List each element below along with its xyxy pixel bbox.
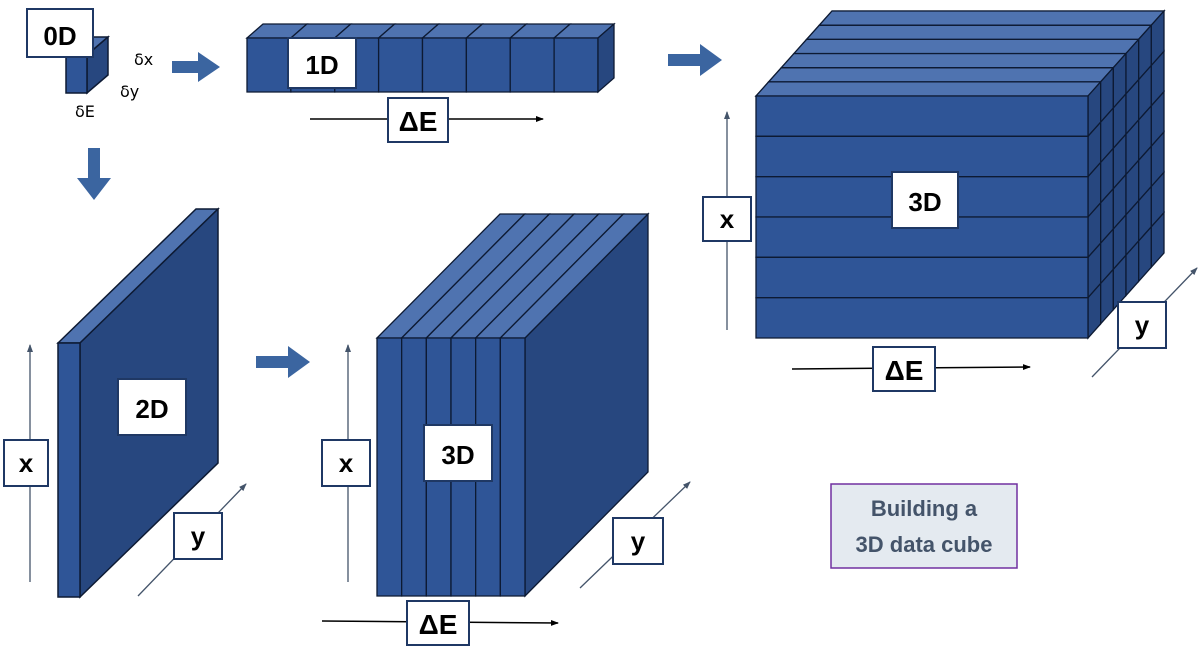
caption-line-2: 3D data cube — [856, 532, 993, 557]
voxel-0d: 0D δx δy δE — [26, 8, 153, 121]
cube-b-top-row — [779, 52, 1128, 69]
label-3d-b-y: y — [1135, 310, 1150, 340]
spectrum-cell — [421, 37, 468, 93]
image-2d: 2D x y — [3, 207, 247, 599]
label-box-0d — [26, 8, 94, 58]
caption-line-1: Building a — [871, 496, 978, 521]
label-box-2d-y — [173, 512, 223, 560]
label-box-2d — [117, 378, 187, 436]
label-box-3d-a — [423, 424, 493, 482]
label-2d: 2D — [135, 394, 168, 424]
label-3d-a-energy: ΔE — [419, 609, 458, 640]
label-box-1d-energy — [387, 97, 449, 143]
label-delta-e: δE — [75, 102, 95, 121]
cube-b-top-row — [805, 24, 1153, 40]
cube-3d-from-images: 3D x y ΔE — [321, 212, 691, 646]
label-3d-b-energy: ΔE — [885, 355, 924, 386]
label-box-3d-a-energy — [406, 600, 470, 646]
label-box-3d-b — [891, 171, 959, 229]
label-delta-y: δy — [120, 82, 139, 101]
cube-b-top-row — [792, 38, 1141, 55]
label-box-3d-b-y — [1117, 301, 1167, 349]
cube-b-row — [755, 95, 1089, 137]
flow-arrow-right-1 — [172, 52, 220, 82]
spectrum-cell — [377, 37, 424, 93]
label-3d-a: 3D — [441, 440, 474, 470]
spectrum-cell — [246, 37, 292, 93]
label-box-3d-a-y — [612, 517, 664, 565]
cube-a-slice — [401, 337, 427, 597]
label-0d: 0D — [43, 21, 76, 51]
flow-arrow-right-2 — [668, 44, 722, 76]
label-1d: 1D — [305, 50, 338, 80]
caption-frame — [830, 483, 1018, 569]
cube-b-row — [755, 256, 1089, 299]
cube-a-slice — [499, 337, 526, 597]
spectrum-end-face — [597, 22, 615, 94]
spectrum-1d: 1D ΔE — [245, 22, 616, 143]
label-box-3d-a-x — [321, 439, 371, 487]
label-3d-b-x: x — [720, 204, 735, 234]
cube-b-row — [755, 297, 1089, 339]
label-delta-x: δx — [134, 50, 153, 69]
flow-arrow-down — [77, 148, 111, 200]
label-box-1d — [287, 37, 357, 89]
cube-a-slice — [376, 337, 403, 597]
voxel-front-face — [65, 54, 88, 94]
spectrum-cell — [509, 37, 555, 93]
spectrum-cell — [553, 37, 599, 93]
caption-box: Building a 3D data cube — [830, 483, 1018, 569]
cube-b-top-row — [767, 67, 1115, 83]
label-3d-b: 3D — [908, 187, 941, 217]
label-box-3d-b-x — [702, 196, 752, 242]
spectrum-cell — [465, 37, 511, 93]
cube-3d-slices — [375, 212, 650, 598]
flow-arrow-right-3 — [256, 346, 310, 378]
cube-b-side-cell — [1150, 210, 1165, 269]
image-2d-edge — [57, 342, 81, 598]
label-3d-a-x: x — [339, 448, 354, 478]
label-3d-a-y: y — [631, 526, 646, 556]
cube-3d-rows — [754, 9, 1166, 340]
label-2d-x: x — [19, 448, 34, 478]
label-box-2d-x — [3, 439, 49, 487]
cube-b-top-row — [754, 81, 1103, 97]
cube-b-top-row — [817, 10, 1166, 26]
label-box-3d-b-energy — [872, 346, 936, 392]
label-2d-y: y — [191, 521, 206, 551]
label-1d-energy: ΔE — [399, 106, 438, 137]
cube-3d-from-spectra: 3D x y ΔE — [702, 9, 1198, 392]
cube-b-row — [755, 135, 1089, 178]
